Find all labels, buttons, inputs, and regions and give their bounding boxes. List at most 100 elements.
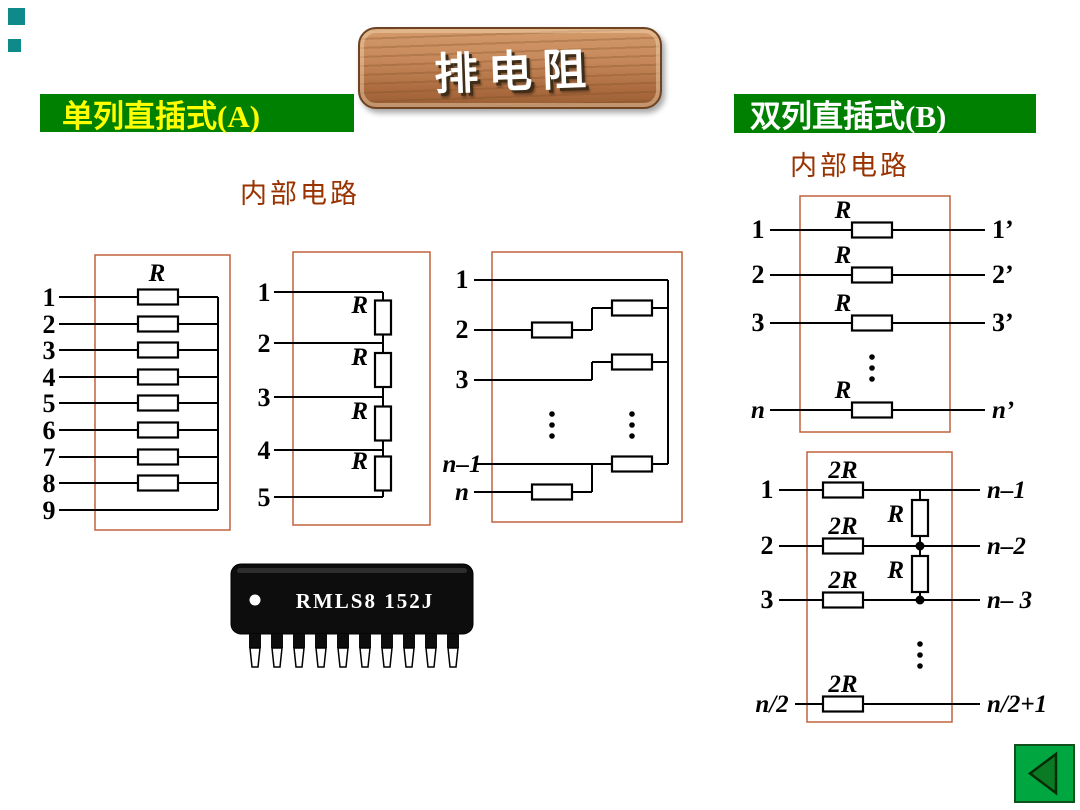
internal-circuit-label-left: 内部电路 [240, 179, 360, 209]
pin-label: 1 [456, 265, 469, 294]
2r-resistors [821, 481, 865, 713]
diagram-b1-isolated: R R R R 1 2 3 n 1’ 2’ 3’ n’ [751, 195, 1014, 433]
pin-n-branch [474, 464, 593, 501]
ellipsis-dots [917, 641, 923, 669]
pin-label: 7 [43, 443, 56, 472]
resistor-branch [59, 315, 218, 333]
pin-label: 5 [258, 483, 271, 512]
diagram-border [94, 254, 231, 531]
resistor-value-label: 2R [827, 671, 857, 698]
pin-label: n–1 [987, 477, 1026, 504]
pin2-branch [474, 299, 668, 339]
resistor-value-label: R [834, 290, 852, 317]
pin-label: 1 [43, 283, 56, 312]
pin-label: 3 [456, 365, 469, 394]
back-button[interactable] [1014, 744, 1075, 803]
back-arrow-icon [1027, 751, 1058, 796]
pin-label: n’ [992, 397, 1014, 424]
resistor-value-label: 2R [827, 457, 857, 484]
resistor-branch [770, 314, 985, 332]
diagram-a2-series-chain: R R R R 1 2 3 4 5 [258, 251, 431, 526]
pin-label: 8 [43, 469, 56, 498]
corner-bullet-large [8, 8, 25, 25]
resistor-branch [770, 221, 985, 239]
page-title: 排电阻 [433, 45, 597, 100]
diagram-border [806, 451, 953, 723]
resistor-value-label: R [834, 197, 852, 224]
banner-single-inline-A: 单列直插式(A) [40, 94, 354, 134]
pin-label: 5 [43, 389, 56, 418]
resistor-branch [59, 368, 218, 386]
pin-label: n– 3 [987, 587, 1032, 614]
r-resistors [910, 498, 930, 594]
pin-label: 3 [761, 585, 774, 614]
pin3-branch [474, 353, 668, 381]
resistor-value-label: R [886, 557, 904, 584]
pin1-dot [249, 594, 261, 606]
banner-dual-inline-label: 双列直插式(B) [750, 99, 947, 134]
resistor-value-label: R [834, 377, 852, 404]
pin-label: 1’ [992, 215, 1014, 244]
diagram-border [491, 251, 683, 523]
resistor-branch [59, 421, 218, 439]
pin-label: n/2+1 [987, 691, 1047, 718]
row-wires [779, 489, 980, 705]
resistor-value-label: 2R [827, 567, 857, 594]
corner-bullet-small [8, 39, 21, 52]
package-body [230, 563, 474, 635]
resistor-branch [59, 341, 218, 359]
pin-label: 4 [258, 436, 271, 465]
pin-label: 1 [258, 278, 271, 307]
diagram-b2-r2r-ladder: 2R 2R 2R 2R R R 1 2 3 n/2 n–1 n–2 n– 3 n… [755, 451, 1047, 723]
resistor-branch [59, 394, 218, 412]
diagram-border [799, 195, 951, 433]
resistor-chain [373, 299, 393, 492]
pin-label: 3 [258, 383, 271, 412]
resistor-branch [770, 266, 985, 284]
resistor-branch [59, 474, 218, 492]
resistor-value-label: 2R [827, 513, 857, 540]
pin-label: 1 [761, 475, 774, 504]
pin-label: 9 [43, 496, 56, 525]
package-marking: RMLS8 152J [296, 589, 434, 613]
diagram-a1-common-bus: R 1 2 3 4 5 6 7 8 [43, 254, 231, 531]
diagram-border [292, 251, 431, 526]
pin-label: n–1 [443, 451, 482, 478]
pin-label: 6 [43, 416, 56, 445]
resistor-value-label: R [350, 292, 368, 319]
pin-label: 4 [43, 363, 56, 392]
resistor-branch [59, 288, 218, 306]
banner-dual-inline-B: 双列直插式(B) [734, 94, 1036, 134]
resistor-value-label: R [886, 501, 904, 528]
resistor-branch [59, 448, 218, 466]
banner-single-inline-label: 单列直插式(A) [62, 98, 261, 134]
pin-label: n–2 [987, 533, 1026, 560]
pin-label: 3 [43, 336, 56, 365]
ellipsis-dots [549, 411, 635, 439]
pin-label: 2 [761, 531, 774, 560]
title-plaque: 排电阻 [358, 27, 662, 109]
resistor-value-label: R [834, 242, 852, 269]
resistor-value-label: R [350, 448, 368, 475]
pin-label: 2’ [992, 260, 1014, 289]
pin-label: 2 [258, 329, 271, 358]
diagram-a3-ladder: 1 2 3 n–1 n [443, 251, 683, 523]
pin-label: n/2 [755, 691, 788, 718]
pin-label: 2 [752, 260, 765, 289]
ellipsis-dots [869, 354, 875, 382]
resistor-value-label: R [148, 260, 166, 287]
pin-label: 1 [752, 215, 765, 244]
pin-label: 3 [752, 308, 765, 337]
resistor-branch [770, 401, 985, 419]
pin-label: 2 [456, 315, 469, 344]
pin-label: 3’ [992, 308, 1014, 337]
resistor-value-label: R [350, 344, 368, 371]
junction-dots [915, 541, 925, 605]
pin-label: n [751, 397, 765, 424]
pin-n-1-branch [474, 455, 668, 473]
resistor-value-label: R [350, 398, 368, 425]
pin-label: 2 [43, 310, 56, 339]
sip-package-image: RMLS8 152J [230, 563, 474, 668]
pin-label: n [455, 479, 469, 506]
